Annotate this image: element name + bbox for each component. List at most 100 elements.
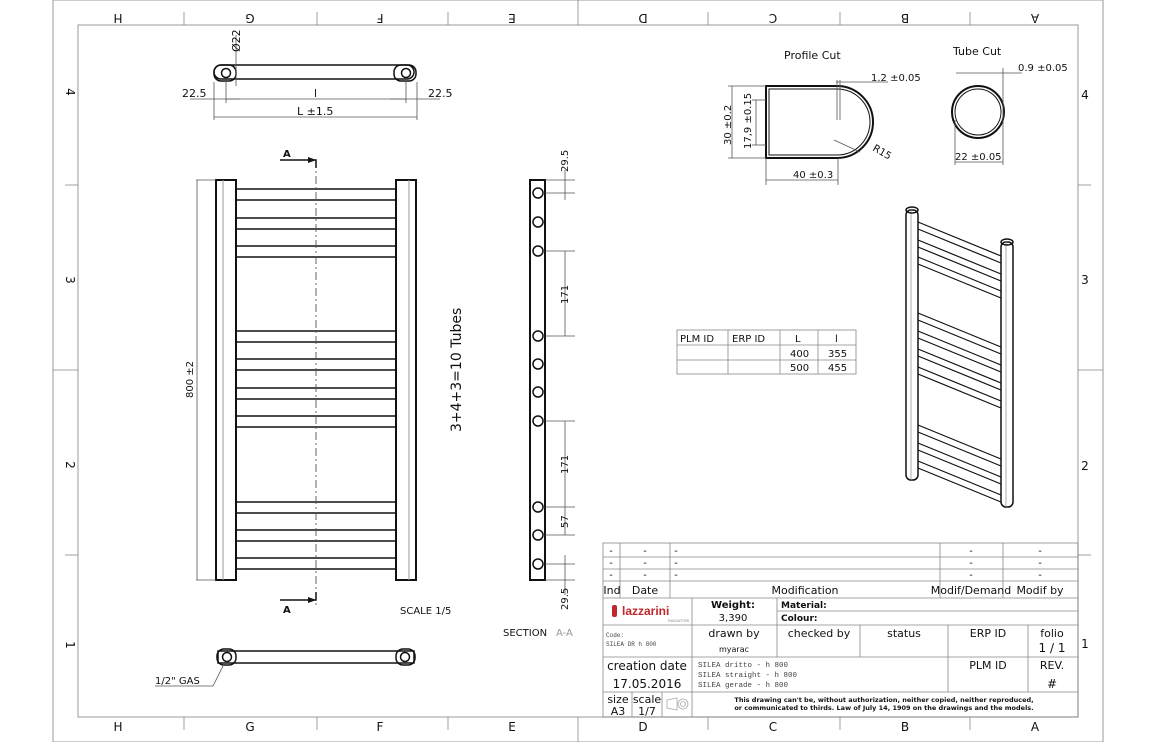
- zone-col-top-a: A: [1030, 11, 1039, 25]
- zone-row-left-4: 4: [63, 88, 77, 96]
- colour-label: Colour:: [781, 614, 818, 624]
- header-modification: Modification: [771, 584, 838, 597]
- variants-row2-L: 500: [790, 363, 809, 374]
- weight-label: Weight:: [711, 600, 755, 611]
- variants-header-erp: ERP ID: [732, 334, 765, 345]
- description-de: SILEA gerade - h 800: [698, 682, 789, 690]
- outer-border: [52, 0, 1104, 742]
- logo-mark-icon: [612, 605, 617, 617]
- zone-row-left-2: 2: [63, 461, 77, 469]
- rev-value: #: [1047, 677, 1057, 691]
- section-dim-lower-gap: 171: [560, 455, 571, 474]
- variants-header-L: L: [795, 334, 801, 345]
- zone-col-bottom-d: D: [638, 720, 647, 734]
- section-dim-top-offset: 29.5: [560, 150, 571, 172]
- zone-col-bottom-f: F: [377, 720, 384, 734]
- overall-length-dim: L ±1.5: [297, 105, 333, 118]
- zone-col-bottom-h: H: [113, 720, 122, 734]
- left-offset-dim: 22.5: [182, 87, 207, 100]
- folio-label: folio: [1040, 627, 1064, 640]
- description-en: SILEA straight - h 800: [698, 672, 798, 680]
- height-dim: 800 ±2: [185, 361, 196, 398]
- drawn-by-label: drawn by: [708, 627, 760, 640]
- variants-table: PLM ID ERP ID L l 400 355 500 455: [676, 329, 857, 375]
- tube-diameter-dim: Ø22: [230, 29, 243, 52]
- tube-wall-dim: 0.9 ±0.05: [1018, 63, 1068, 74]
- company-logo: lazzarini RADIATORI: [612, 604, 689, 623]
- inner-length-dim: l: [314, 87, 317, 100]
- rev1-modification: -: [674, 546, 678, 557]
- section-dim-upper-gap: 171: [560, 285, 571, 304]
- legal-notice-line1: This drawing can't be, without authoriza…: [734, 696, 1033, 704]
- header-modif-demand: Modif/Demand: [931, 584, 1012, 597]
- scale-label-tb: scale: [633, 693, 662, 706]
- front-view: A A 800 ±2 3+4+3=10 Tubes SCALE 1/5: [185, 149, 465, 617]
- zone-col-bottom-c: C: [769, 720, 777, 734]
- right-offset-dim: 22.5: [428, 87, 453, 100]
- folio-value: 1 / 1: [1039, 641, 1066, 655]
- size-label: size: [607, 693, 629, 706]
- rev1-ind: -: [609, 546, 613, 557]
- rev3-date: -: [643, 570, 647, 581]
- material-label: Material:: [781, 601, 827, 611]
- rev2-demand: -: [969, 558, 973, 569]
- header-ind: Ind: [603, 584, 620, 597]
- logo-subtext: RADIATORI: [668, 618, 689, 623]
- zone-col-top-e: E: [508, 11, 516, 25]
- profile-wall-dim: 1.2 ±0.05: [871, 73, 921, 84]
- gas-connection-label: 1/2" GAS: [155, 676, 200, 687]
- description-it: SILEA dritto - h 800: [698, 662, 789, 670]
- zone-dividers: [53, 0, 1103, 742]
- zone-row-right-1: 1: [1081, 637, 1089, 651]
- zone-col-top-g: G: [245, 11, 254, 25]
- creation-date-label: creation date: [607, 659, 687, 673]
- zone-row-right-2: 2: [1081, 459, 1089, 473]
- zone-col-top-h: H: [113, 11, 122, 25]
- zone-row-left-1: 1: [63, 641, 77, 649]
- section-marker-top: A: [283, 149, 291, 160]
- rev1-demand: -: [969, 546, 973, 557]
- creation-date-value: 17.05.2016: [613, 677, 682, 691]
- profile-width-dim: 40 ±0.3: [793, 170, 833, 181]
- rev3-modification: -: [674, 570, 678, 581]
- rev3-demand: -: [969, 570, 973, 581]
- zone-col-bottom-e: E: [508, 720, 516, 734]
- section-dim-tube-pitch: 57: [560, 515, 571, 528]
- rev1-date: -: [643, 546, 647, 557]
- erp-id-label: ERP ID: [970, 627, 1006, 640]
- section-label: SECTION: [503, 628, 547, 639]
- zone-col-top-d: D: [638, 11, 647, 25]
- zone-col-top-b: B: [901, 11, 909, 25]
- tube-cut-view: Tube Cut 0.9 ±0.05 22 ±0.05: [951, 45, 1068, 165]
- section-marker-bottom: A: [283, 605, 291, 616]
- top-view: Ø22 22.5 22.5 l L ±1.5: [182, 29, 453, 120]
- profile-height-dim: 30 ±0.2: [723, 105, 734, 145]
- title-block: - - - - - - - - - - - - - - - Ind Date M…: [602, 542, 1079, 718]
- scale-value: 1/7: [638, 705, 656, 718]
- rev-label: REV.: [1040, 659, 1064, 672]
- variants-row2-l: 455: [828, 363, 847, 374]
- rev3-ind: -: [609, 570, 613, 581]
- variants-row1-L: 400: [790, 349, 809, 360]
- projection-symbol-icon: [666, 697, 689, 711]
- isometric-view: [905, 206, 1014, 508]
- drawn-by-value: myarac: [719, 645, 749, 654]
- rev2-modification: -: [674, 558, 678, 569]
- variants-header-plm: PLM ID: [680, 334, 714, 345]
- zone-col-bottom-a: A: [1031, 720, 1040, 734]
- bottom-view: 1/2" GAS: [155, 648, 416, 687]
- section-label-ref: A-A: [556, 628, 573, 639]
- section-a-a-view: 29.5 171 171 57 29.5 SECTION A-A: [503, 150, 575, 639]
- checked-by-label: checked by: [788, 627, 851, 640]
- scale-label: SCALE 1/5: [400, 606, 451, 617]
- tubes-count-label: 3+4+3=10 Tubes: [449, 308, 465, 432]
- rev3-by: -: [1038, 570, 1042, 581]
- header-modif-by: Modif by: [1016, 584, 1064, 597]
- code-value: SILEA DR h 800: [606, 641, 657, 648]
- rev2-date: -: [643, 558, 647, 569]
- zone-row-right-4: 4: [1081, 88, 1089, 102]
- zone-row-right-3: 3: [1081, 273, 1089, 287]
- code-label: Code:: [606, 632, 624, 639]
- tube-cut-title: Tube Cut: [952, 45, 1002, 58]
